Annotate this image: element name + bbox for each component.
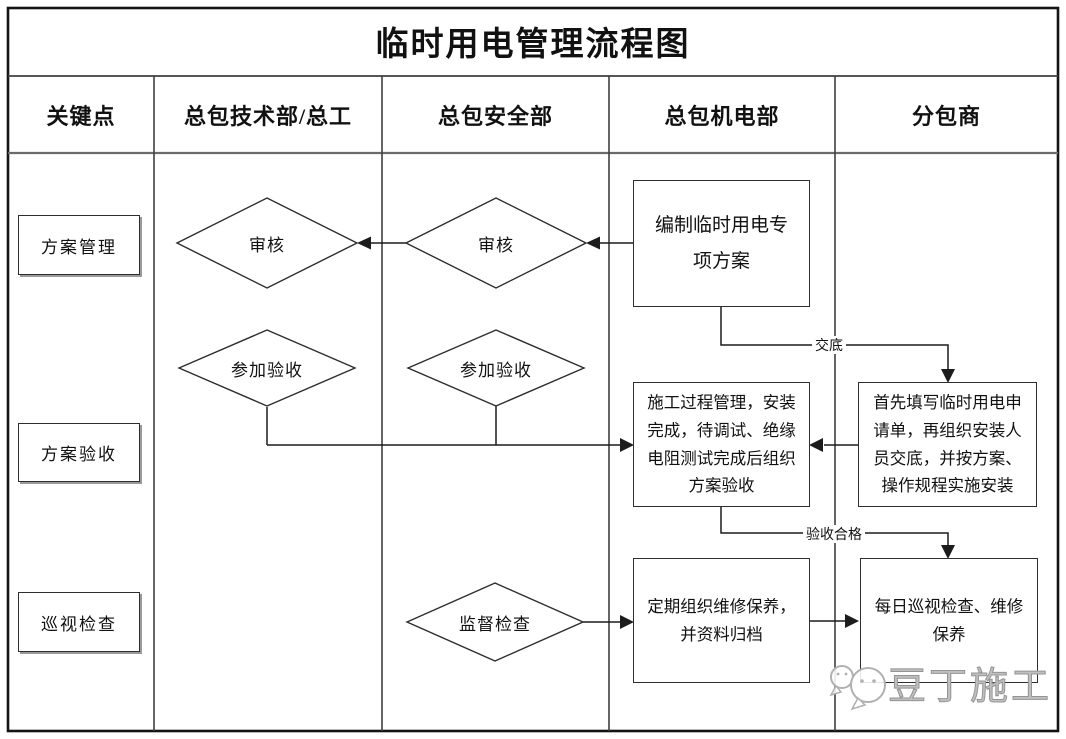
table-frame: [6, 6, 1060, 733]
flow-arrowheads: [357, 236, 955, 629]
page-title: 临时用电管理流程图: [375, 27, 691, 63]
key-box-patrol-inspection: 巡视检查: [18, 592, 140, 652]
decision-diamonds: [175, 197, 588, 662]
decision-join-acceptance-safety: 参加验收: [460, 360, 532, 380]
chat-bubbles-icon: [829, 665, 886, 711]
decision-review-tech: 审核: [249, 235, 285, 255]
lane-header-tech-dept: 总包技术部/总工: [183, 103, 353, 129]
process-box-compile-plan: 编制临时用电专项方案: [633, 180, 810, 307]
process-box-daily-inspection: 每日巡视检查、维修保养: [860, 558, 1038, 683]
decision-supervise-inspection: 监督检查: [459, 614, 531, 634]
lane-header-me-dept: 总包机电部: [664, 103, 780, 129]
decision-review-tech-shape: [175, 197, 359, 289]
key-box-plan-acceptance: 方案验收: [18, 423, 140, 482]
process-box-construction-management: 施工过程管理，安装完成，待调试、绝缘电阻测试完成后组织方案验收: [633, 382, 810, 507]
arrowhead-left-icon: [809, 438, 823, 452]
arrowhead-right-icon: [845, 614, 859, 628]
arrowhead-right-icon: [620, 438, 634, 452]
arrowhead-down-icon: [941, 369, 955, 383]
arrowhead-down-icon: [941, 545, 955, 559]
lane-header-key-points: 关键点: [46, 103, 116, 129]
arrowhead-right-icon: [620, 615, 634, 629]
key-box-plan-management: 方案管理: [18, 215, 140, 275]
watermark: 豆丁施工: [887, 665, 1053, 708]
decision-join-acceptance-safety-shape: [406, 329, 586, 407]
process-box-fill-application: 首先填写临时用电申请单，再组织安装人员交底，并按方案、操作规程实施安装: [858, 382, 1037, 507]
process-box-regular-maintenance: 定期组织维修保养，并资料归档: [633, 558, 810, 683]
arrowhead-left-icon: [357, 236, 371, 250]
edge-label-acceptance-passed: 验收合格: [803, 525, 865, 543]
decision-join-acceptance-tech: 参加验收: [231, 360, 303, 380]
decision-join-acceptance-tech-shape: [177, 329, 357, 407]
lane-header-safety-dept: 总包安全部: [437, 103, 553, 129]
decision-supervise-inspection-shape: [405, 582, 585, 662]
decision-review-safety-shape: [404, 197, 588, 289]
arrowhead-left-icon: [586, 236, 600, 250]
edge-label-handover: 交底: [812, 336, 846, 354]
lane-header-subcontractor: 分包商: [911, 103, 981, 129]
decision-review-safety: 审核: [478, 235, 514, 255]
